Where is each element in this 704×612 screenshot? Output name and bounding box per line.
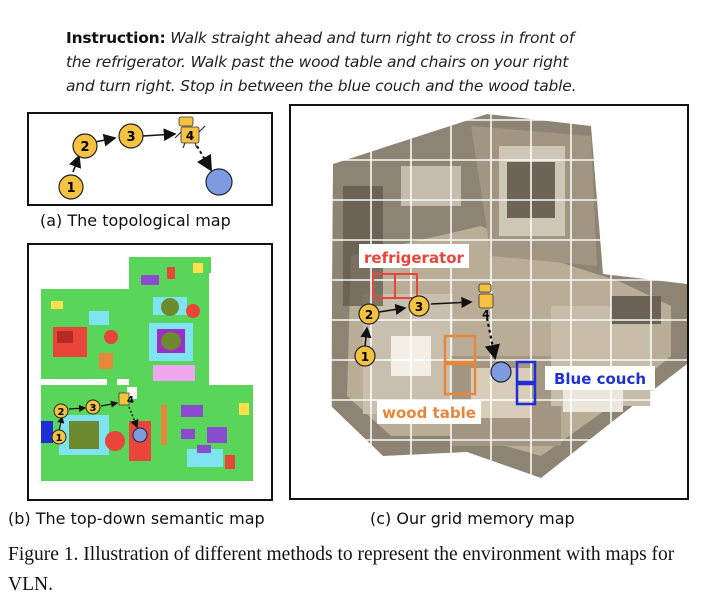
c-node-2-label: 2	[365, 308, 373, 322]
instruction-part-5: and turn right. Stop in between the	[66, 77, 338, 95]
caption-b: (b) The top-down semantic map	[8, 509, 265, 528]
semantic-map-graphic: 1 2 3 4	[41, 257, 253, 481]
blue-couch-box-2	[515, 382, 537, 406]
instruction-text: Instruction: Walk straight ahead and tur…	[66, 26, 666, 98]
b-node-1-label: 1	[56, 433, 63, 444]
instruction-blue-couch: blue couch	[337, 77, 421, 95]
instruction-part-6: and the	[420, 77, 488, 95]
b-node-3-label: 3	[90, 403, 97, 414]
node-3	[118, 123, 144, 149]
semantic-map-panel: 1 2 3 4	[27, 243, 273, 501]
grid-lines	[291, 106, 687, 498]
figure-caption: Figure 1. Illustration of different meth…	[8, 544, 675, 595]
node-2	[72, 133, 98, 159]
refrigerator-label-bg	[359, 244, 469, 268]
c-goal-node	[490, 361, 512, 383]
wood-table-box-2	[443, 362, 477, 396]
blue-couch-label-bg	[545, 366, 655, 390]
topological-map-graphic: 1 2 3 4	[58, 116, 233, 200]
wood-table-box-1	[443, 334, 477, 364]
instruction-part-4: and chairs on your right	[382, 53, 569, 71]
instruction-label: Instruction:	[66, 29, 166, 47]
c-robot-icon: 4	[478, 283, 494, 321]
blue-couch-label: Blue couch	[554, 370, 646, 388]
b-node-4-label: 4	[127, 395, 134, 406]
instruction-wood-table: wood table	[298, 53, 383, 71]
instruction-part-2: the	[66, 53, 96, 71]
c-node-1-label: 1	[361, 350, 369, 364]
blue-couch-box-1	[515, 360, 537, 384]
grid-memory-map-panel: refrigerator wood table Blue couch 1 2 3…	[289, 104, 689, 500]
wood-table-label-bg	[377, 400, 481, 424]
goal-node	[205, 168, 233, 196]
c-node-2	[358, 303, 380, 325]
node-2-label: 2	[80, 140, 89, 155]
robot-icon: 4	[174, 116, 206, 149]
caption-a: (a) The topological map	[40, 211, 231, 230]
c-node-1	[354, 345, 376, 367]
node-4-label: 4	[186, 129, 194, 143]
node-1-label: 1	[66, 181, 75, 196]
topological-map-panel: 1 2 3 4	[27, 112, 273, 206]
instruction-part-3: . Walk past the	[180, 53, 299, 71]
caption-c: (c) Our grid memory map	[370, 509, 575, 528]
refrigerator-box-2	[394, 273, 418, 299]
grid-memory-map-graphic: refrigerator wood table Blue couch 1 2 3…	[291, 106, 687, 498]
node-1	[58, 174, 84, 200]
c-node-4-label: 4	[482, 308, 490, 321]
instruction-refrigerator: refrigerator	[95, 53, 182, 71]
instruction-part-7: .	[571, 77, 577, 95]
wood-table-label: wood table	[382, 404, 476, 422]
node-3-label: 3	[126, 130, 135, 145]
c-node-3	[408, 295, 430, 317]
b-node-2-label: 2	[58, 407, 65, 418]
instruction-part-1: Walk straight ahead and turn right to cr…	[170, 29, 575, 47]
instruction-wood-table-2: wood table	[487, 77, 572, 95]
refrigerator-label: refrigerator	[364, 249, 465, 267]
c-node-3-label: 3	[415, 300, 423, 314]
